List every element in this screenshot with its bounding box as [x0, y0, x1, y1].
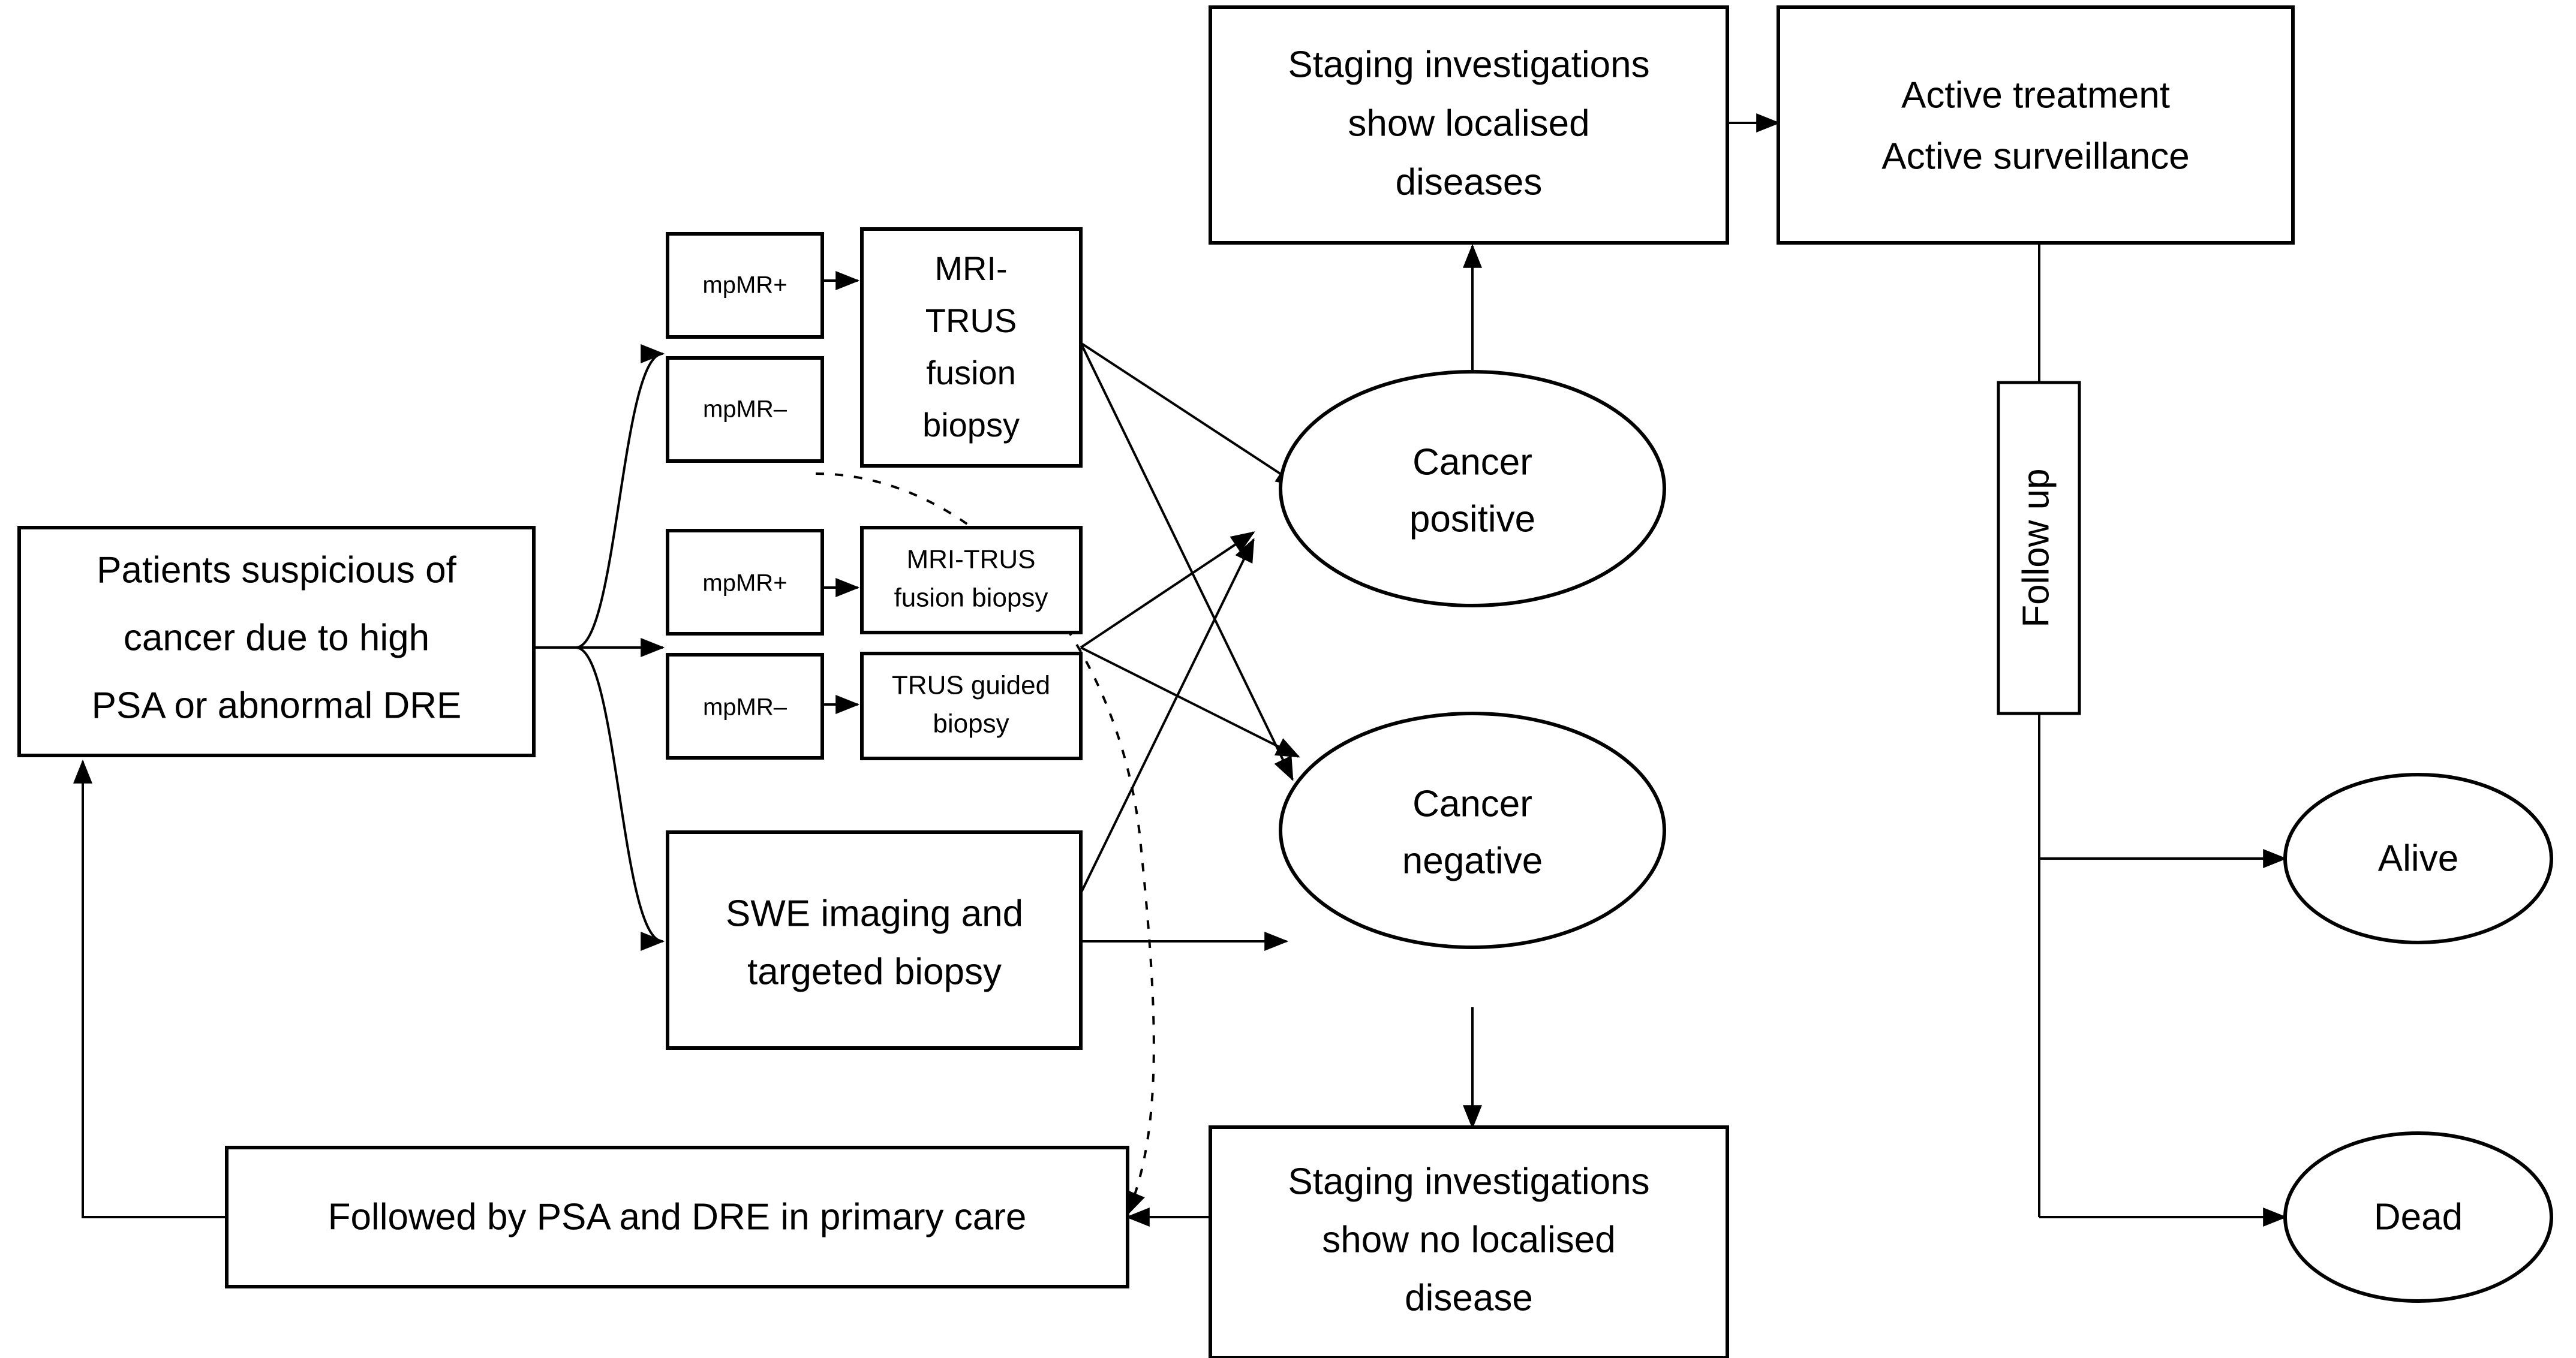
node-arm2-biopsy-group: MRI-TRUS fusion biopsy TRUS guided biops… — [860, 526, 1083, 760]
edge-arm2-to-cancer-positive — [1080, 531, 1255, 649]
arm2-mpmr-neg-label: mpMR– — [703, 694, 787, 721]
node-alive[interactable]: Alive — [2283, 773, 2553, 944]
patients-line-2: cancer due to high — [124, 617, 429, 658]
arm1-mpmr-pos-label: mpMR+ — [702, 272, 787, 299]
arm1-biopsy-line-2: TRUS — [925, 302, 1017, 339]
staging-no-localised-line-2: show no localised — [1322, 1219, 1615, 1260]
patients-line-1: Patients suspicious of — [97, 549, 456, 591]
node-arm1-biopsy[interactable]: MRI- TRUS fusion biopsy — [860, 227, 1083, 468]
arm1-mpmr-neg-label: mpMR– — [703, 396, 787, 423]
edge-patients-to-arm1 — [575, 344, 665, 649]
primary-care-label: Followed by PSA and DRE in primary care — [328, 1196, 1027, 1237]
arm3-swe-line-2: targeted biopsy — [747, 951, 1002, 992]
connector-group — [73, 113, 2288, 1227]
staging-localised-line-2: show localised — [1348, 103, 1589, 144]
alive-label: Alive — [2378, 838, 2458, 879]
arm2-biopsy-neg-cell[interactable] — [860, 652, 1083, 760]
arm1-biopsy-line-3: fusion — [926, 354, 1015, 392]
node-cancer-negative[interactable]: Cancer negative — [1279, 712, 1666, 949]
dead-label: Dead — [2374, 1196, 2463, 1237]
arm2-mpmr-pos-label: mpMR+ — [702, 570, 787, 597]
staging-no-localised-line-3: disease — [1405, 1277, 1533, 1318]
node-dead[interactable]: Dead — [2283, 1131, 2553, 1303]
edge-arm1-to-cancer-positive — [1080, 342, 1300, 487]
staging-localised-line-3: diseases — [1396, 161, 1543, 203]
arm1-biopsy-line-1: MRI- — [934, 249, 1007, 287]
arm3-swe-line-1: SWE imaging and — [726, 893, 1023, 934]
arm2-biopsy-pos-line-2: fusion biopsy — [894, 583, 1048, 613]
arm2-mpmr-neg-cell[interactable] — [666, 653, 824, 760]
arm2-biopsy-pos-cell[interactable] — [860, 526, 1083, 634]
arm2-mpmr-pos-cell[interactable] — [666, 529, 824, 636]
node-staging-no-localised[interactable]: Staging investigations show no localised… — [1209, 1125, 1729, 1358]
staging-no-localised-line-1: Staging investigations — [1288, 1161, 1649, 1202]
node-arm3-swe[interactable]: SWE imaging and targeted biopsy — [666, 830, 1083, 1050]
edge-arm3-to-cancer-positive — [1080, 538, 1255, 894]
arm2-biopsy-neg-line-1: TRUS guided — [892, 671, 1050, 700]
node-patients-suspicious[interactable]: Patients suspicious of cancer due to hig… — [17, 526, 536, 757]
staging-localised-line-1: Staging investigations — [1288, 44, 1649, 85]
arm2-biopsy-neg-line-2: biopsy — [933, 709, 1009, 739]
arm1-mpmr-neg-cell[interactable] — [666, 356, 824, 463]
cancer-positive-line-2: positive — [1409, 498, 1535, 540]
node-arm2-mpmr-group: mpMR+ mpMR– — [666, 529, 824, 760]
node-staging-localised[interactable]: Staging investigations show localised di… — [1209, 5, 1729, 245]
node-follow-up[interactable]: Follow up — [1997, 381, 2081, 715]
active-treatment-line-2: Active surveillance — [1881, 136, 2189, 177]
node-arm1-mpmr-group: mpMR+ mpMR– — [666, 232, 824, 463]
cancer-negative-line-1: Cancer — [1412, 783, 1532, 824]
node-primary-care[interactable]: Followed by PSA and DRE in primary care — [225, 1146, 1129, 1288]
edge-primary-care-to-patients — [73, 759, 227, 1218]
edge-arm1-to-cancer-negative — [1080, 342, 1294, 781]
edge-arm1-biopsy-to-primary-care-dotted — [815, 472, 1155, 1216]
edge-arm2-to-cancer-negative — [1080, 646, 1300, 758]
patients-line-3: PSA or abnormal DRE — [92, 685, 462, 726]
node-cancer-positive[interactable]: Cancer positive — [1279, 370, 1666, 607]
cancer-positive-line-1: Cancer — [1412, 441, 1532, 483]
edge-patients-to-arm3 — [575, 646, 665, 951]
arm2-biopsy-pos-line-1: MRI-TRUS — [906, 545, 1035, 574]
follow-up-label: Follow up — [2015, 468, 2057, 627]
arm1-biopsy-line-4: biopsy — [922, 406, 1020, 444]
arm1-mpmr-pos-cell[interactable] — [666, 232, 824, 339]
active-treatment-line-1: Active treatment — [1901, 74, 2170, 116]
cancer-negative-line-2: negative — [1402, 840, 1543, 881]
node-active-treatment[interactable]: Active treatment Active surveillance — [1777, 5, 2295, 245]
